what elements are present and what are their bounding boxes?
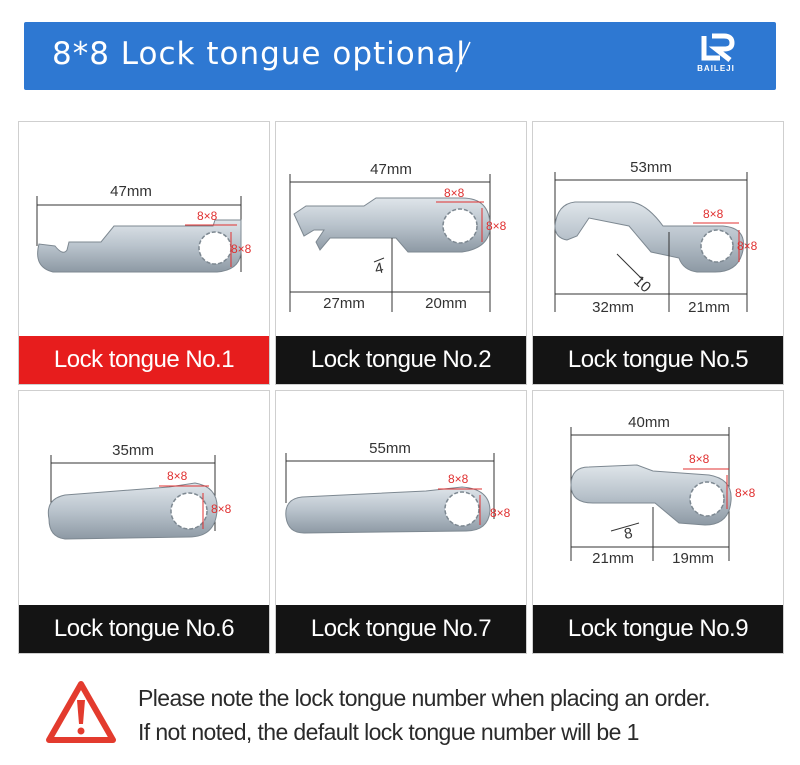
dim-hole-height: 8×8 [231,242,252,256]
card-label-9[interactable]: Lock tongue No.9 [533,605,783,653]
dim-hole-height: 8×8 [735,486,756,500]
dim-length: 47mm [110,183,152,200]
lock-tongue-2-drawing: 47mm 8×8 8×8 4 27mm 20mm [289,161,507,312]
dim-right: 21mm [688,299,730,316]
dim-left: 21mm [592,550,634,567]
slash-decoration [455,41,471,73]
logo-mark-icon [701,33,735,62]
dim-left: 32mm [592,299,634,316]
card-label-6[interactable]: Lock tongue No.6 [19,605,269,653]
dim-hole-height: 8×8 [211,502,232,516]
dim-right: 20mm [425,295,467,312]
dim-right: 19mm [672,550,714,567]
card-lock-tongue-7[interactable]: 55mm 8×8 8×8 Lock tongue No.7 [275,390,527,654]
lock-tongue-7-drawing: 55mm 8×8 8×8 [285,440,511,534]
dim-gap: 8 [623,525,634,543]
notice-line-2: If not noted, the default lock tongue nu… [138,719,639,745]
notice-line-1: Please note the lock tongue number when … [138,685,710,711]
card-label-5[interactable]: Lock tongue No.5 [533,336,783,384]
lock-tongue-6-drawing: 35mm 8×8 8×8 [47,442,232,540]
dim-hole-height: 8×8 [490,506,511,520]
dim-gap: 10 [630,272,654,296]
dim-gap: 4 [373,260,385,278]
lock-tongue-5-drawing: 53mm 8×8 8×8 10 32mm 21mm [554,159,758,316]
dim-hole-width: 8×8 [689,452,710,466]
dim-length: 40mm [628,414,670,431]
card-label-1[interactable]: Lock tongue No.1 [19,336,269,384]
card-lock-tongue-9[interactable]: 40mm 8×8 8×8 8 21mm 19mm Lock tongue No.… [532,390,784,654]
dim-length: 35mm [112,442,154,459]
logo-text: BAILEJI [697,64,735,73]
lock-tongue-1-drawing: 47mm 8×8 8×8 [36,183,252,273]
dim-hole-height: 8×8 [486,219,507,233]
dim-length: 47mm [370,161,412,178]
dim-hole-width: 8×8 [703,207,724,221]
page-title: 8*8 Lock tongue optional [52,36,466,72]
dim-length: 53mm [630,159,672,176]
card-lock-tongue-2[interactable]: 47mm 8×8 8×8 4 27mm 20mm Lock tongue No.… [275,121,527,385]
dim-left: 27mm [323,295,365,312]
brand-logo: BAILEJI [686,32,746,82]
dim-hole-width: 8×8 [197,209,218,223]
card-label-7[interactable]: Lock tongue No.7 [276,605,526,653]
header-banner: 8*8 Lock tongue optional BAILEJI [24,22,776,90]
dim-hole-width: 8×8 [167,469,188,483]
card-label-2[interactable]: Lock tongue No.2 [276,336,526,384]
dim-hole-width: 8×8 [448,472,469,486]
card-lock-tongue-6[interactable]: 35mm 8×8 8×8 Lock tongue No.6 [18,390,270,654]
card-lock-tongue-5[interactable]: 53mm 8×8 8×8 10 32mm 21mm Lock tongue No… [532,121,784,385]
dim-hole-width: 8×8 [444,186,465,200]
warning-icon [46,681,116,743]
lock-tongue-9-drawing: 40mm 8×8 8×8 8 21mm 19mm [570,414,756,567]
dim-length: 55mm [369,440,411,457]
dim-hole-height: 8×8 [737,239,758,253]
card-lock-tongue-1[interactable]: 47mm 8×8 8×8 Lock tongue No.1 [18,121,270,385]
